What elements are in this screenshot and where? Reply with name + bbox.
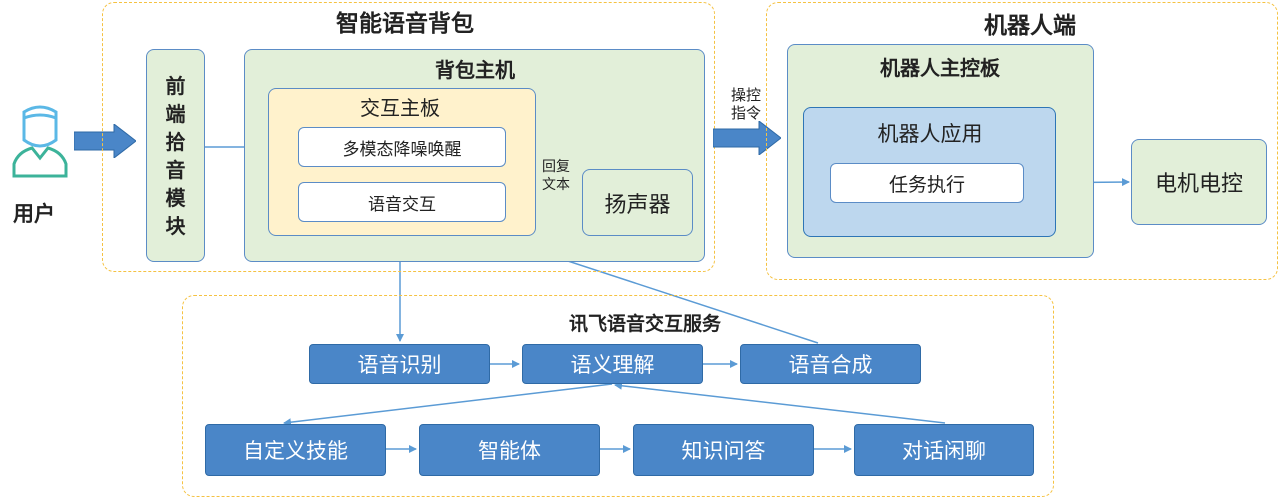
motor-control-box: 电机电控 bbox=[1131, 139, 1267, 225]
control-command-label: 操控指令 bbox=[730, 86, 761, 122]
voice-interaction-box: 语音交互 bbox=[298, 182, 506, 222]
knowledge-qa-box: 知识问答 bbox=[633, 424, 814, 476]
frontend-module: 前端拾音模块 bbox=[146, 49, 205, 262]
robot-region bbox=[766, 2, 1278, 280]
speaker-box: 扬声器 bbox=[582, 169, 693, 236]
agent-box: 智能体 bbox=[419, 424, 600, 476]
asr-box: 语音识别 bbox=[309, 344, 490, 384]
backpack-title: 智能语音背包 bbox=[336, 11, 474, 37]
custom-skill-box: 自定义技能 bbox=[205, 424, 386, 476]
nlu-box: 语义理解 bbox=[522, 344, 703, 384]
frontend-module-label: 前端拾音模块 bbox=[165, 73, 186, 238]
user-label: 用户 bbox=[13, 202, 55, 226]
xunfei-title: 讯飞语音交互服务 bbox=[568, 313, 721, 335]
backpack-host-title: 背包主机 bbox=[435, 58, 515, 82]
robot-main-board-title: 机器人主控板 bbox=[880, 56, 1000, 80]
arrow-user-to-frontend bbox=[73, 122, 137, 160]
robot-app-title: 机器人应用 bbox=[877, 122, 983, 146]
multimodal-wake-box: 多模态降噪唤醒 bbox=[298, 127, 506, 167]
user-icon bbox=[8, 104, 72, 180]
reply-text-label: 回复文本 bbox=[542, 159, 570, 193]
arrow-backpack-to-robot bbox=[712, 119, 782, 157]
task-execution-box: 任务执行 bbox=[830, 163, 1024, 203]
chitchat-box: 对话闲聊 bbox=[854, 424, 1034, 476]
robot-title: 机器人端 bbox=[984, 13, 1076, 39]
xunfei-region bbox=[182, 295, 1054, 497]
interaction-board-title: 交互主板 bbox=[360, 95, 440, 120]
tts-box: 语音合成 bbox=[740, 344, 921, 384]
